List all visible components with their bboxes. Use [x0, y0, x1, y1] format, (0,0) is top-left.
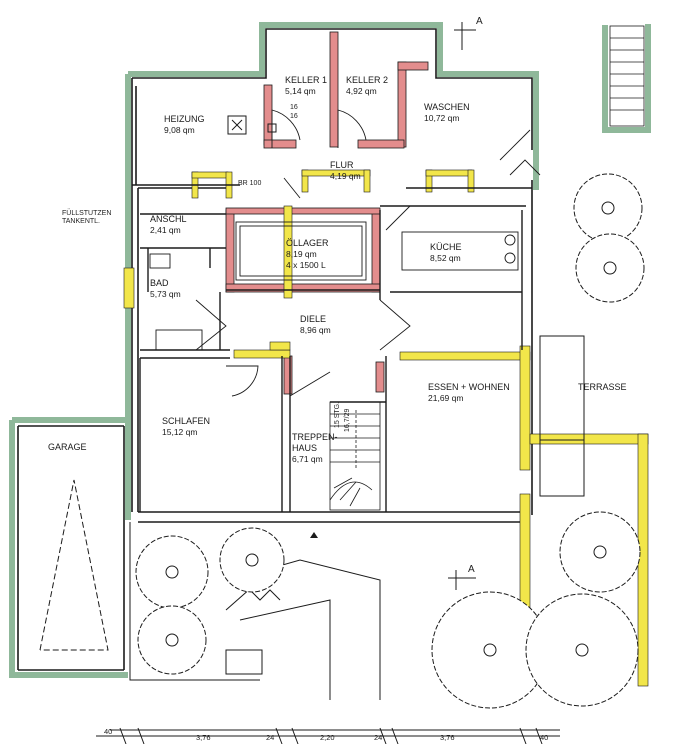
note-tankentl-text: TANKENTL.: [62, 218, 100, 225]
room-heizung-name: HEIZUNG: [164, 114, 205, 124]
room-keller1: KELLER 1 5,14 qm: [285, 75, 327, 97]
dimension-3: 2,20: [320, 733, 335, 742]
note-door16b: 16: [290, 113, 298, 120]
room-diele: DIELE 8,96 qm: [300, 314, 331, 336]
room-heizung: HEIZUNG 9,08 qm: [164, 114, 205, 136]
room-diele-area: 8,96 qm: [300, 325, 331, 335]
note-stairs1: 15 STG.: [334, 401, 341, 428]
trees: [135, 173, 645, 709]
room-anschl: ANSCHL 2,41 qm: [150, 214, 187, 236]
room-kueche-area: 8,52 qm: [430, 253, 461, 263]
room-oellager: ÖLLAGER 8,19 qm 4 x 1500 L: [286, 238, 329, 271]
room-terrasse-name: TERRASSE: [578, 382, 627, 392]
room-terrasse: TERRASSE: [578, 382, 627, 393]
dimension-line: [96, 727, 560, 744]
section-label-top: A: [476, 16, 483, 27]
dimension-5: 3,76: [440, 733, 455, 742]
room-flur-name: FLUR: [330, 160, 354, 170]
garage-marker: [39, 479, 109, 651]
tree: [135, 535, 209, 609]
door-swings: [195, 109, 541, 397]
room-kueche-name: KÜCHE: [430, 242, 462, 252]
entrance-paths: [110, 522, 560, 731]
staircase: [329, 401, 381, 511]
room-garage-name: GARAGE: [48, 442, 87, 452]
exterior-stairs: [609, 25, 645, 127]
room-oellager-area: 8,19 qm: [286, 249, 317, 259]
entrance-arrow: [310, 532, 318, 538]
room-bad-area: 5,73 qm: [150, 289, 181, 299]
room-flur: FLUR 4,19 qm: [330, 160, 361, 182]
room-keller2-area: 4,92 qm: [346, 86, 377, 96]
room-waschen: WASCHEN 10,72 qm: [424, 102, 470, 124]
dimension-2: 24: [266, 733, 275, 742]
red-walls: [225, 31, 429, 395]
room-essen: ESSEN + WOHNEN 21,69 qm: [428, 382, 510, 404]
heater-symbol: [227, 115, 277, 135]
dimension-1: 3,76: [196, 733, 211, 742]
tree: [575, 233, 645, 303]
kitchen-counter: [401, 231, 519, 271]
terrace: [539, 335, 585, 497]
note-door16: 16: [290, 104, 298, 111]
yellow-walls: [123, 169, 649, 687]
note-fuellstutzen: FÜLLSTUTZEN TANKENTL.: [62, 210, 111, 226]
tree: [137, 605, 207, 675]
room-keller1-name: KELLER 1: [285, 75, 328, 85]
room-keller2: KELLER 2 4,92 qm: [346, 75, 388, 97]
note-br: BR 100: [238, 180, 262, 187]
room-flur-area: 4,19 qm: [330, 171, 361, 181]
room-bad-name: BAD: [150, 278, 169, 288]
tree: [219, 527, 285, 593]
dimension-0: 40: [104, 727, 113, 736]
room-anschl-area: 2,41 qm: [150, 225, 181, 235]
room-waschen-area: 10,72 qm: [424, 113, 460, 123]
room-treppenhaus-area: 6,71 qm: [292, 454, 323, 464]
dimension-4: 24: [374, 733, 383, 742]
room-heizung-area: 9,08 qm: [164, 125, 195, 135]
tree: [525, 593, 639, 707]
room-keller1-area: 5,14 qm: [285, 86, 316, 96]
room-keller2-name: KELLER 2: [346, 75, 389, 85]
interior-walls: [132, 184, 532, 512]
outer-black-walls: [17, 28, 533, 671]
section-label-bottom: A: [468, 564, 475, 575]
room-essen-area: 21,69 qm: [428, 393, 464, 403]
room-essen-name: ESSEN + WOHNEN: [428, 382, 510, 392]
dimension-6: 40: [540, 733, 549, 742]
note-fuellstutzen-text: FÜLLSTUTZEN: [62, 210, 112, 217]
room-waschen-name: WASCHEN: [424, 102, 470, 112]
tree: [573, 173, 643, 243]
room-treppenhaus-name: TREPPEN-: [292, 432, 338, 442]
room-diele-name: DIELE: [300, 314, 327, 324]
section-markers: [448, 22, 476, 590]
note-stairs2: 16,7/29: [344, 408, 351, 432]
tree: [559, 511, 641, 593]
room-treppenhaus: TREPPEN- HAUS 6,71 qm: [292, 432, 338, 465]
room-oellager-name: ÖLLAGER: [286, 238, 329, 248]
room-schlafen-name: SCHLAFEN: [162, 416, 211, 426]
room-schlafen-area: 15,12 qm: [162, 427, 198, 437]
room-oellager-extra: 4 x 1500 L: [286, 260, 326, 270]
room-kueche: KÜCHE 8,52 qm: [430, 242, 462, 264]
room-treppenhaus-name2: HAUS: [292, 443, 318, 453]
room-anschl-name: ANSCHL: [150, 214, 187, 224]
room-garage: GARAGE: [48, 442, 87, 453]
oil-tanks: [235, 221, 367, 281]
room-schlafen: SCHLAFEN 15,12 qm: [162, 416, 210, 438]
room-bad: BAD 5,73 qm: [150, 278, 181, 300]
tree-centers: [165, 201, 617, 657]
bath-fixtures: [149, 253, 203, 351]
